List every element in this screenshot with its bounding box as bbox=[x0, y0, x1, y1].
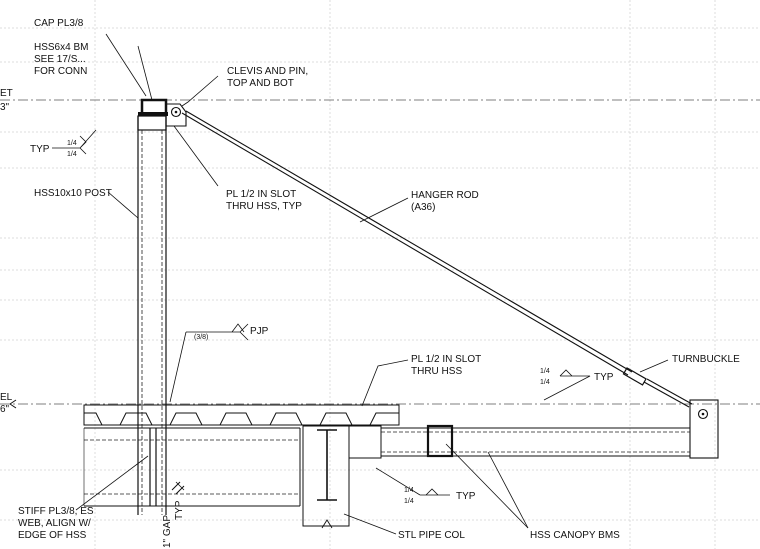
weld-bottom-bottom: 1/4 bbox=[404, 498, 414, 505]
hss-beam-label-1: HSS6x4 BM bbox=[34, 42, 88, 53]
clevis-top bbox=[165, 103, 187, 127]
hss-canopy-beam bbox=[348, 424, 690, 459]
weld-bottom-tag: TYP bbox=[456, 491, 476, 502]
support-beam bbox=[83, 427, 301, 507]
weld-left-tag: TYP bbox=[30, 144, 50, 155]
weld-symbol-bottom bbox=[375, 467, 450, 496]
pl-slot-top-label-1: PL 1/2 IN SLOT bbox=[226, 189, 296, 200]
weld-symbol-left bbox=[52, 129, 97, 155]
roof-deck bbox=[83, 404, 400, 426]
canopy-beams-label: HSS CANOPY BMS bbox=[530, 530, 620, 541]
pl-slot-mid-label-1: PL 1/2 IN SLOT bbox=[411, 354, 481, 365]
elevation-tag-top-a: ET bbox=[0, 88, 13, 99]
pjp-weld-symbol bbox=[169, 323, 249, 403]
hanger-rod bbox=[181, 110, 693, 408]
clevis-label-2: TOP AND BOT bbox=[227, 78, 294, 89]
pjp-label: PJP bbox=[250, 326, 269, 337]
weld-left-top: 1/4 bbox=[67, 140, 77, 147]
leader-lines bbox=[75, 33, 669, 535]
turnbuckle-label: TURNBUCKLE bbox=[672, 354, 740, 365]
hanger-rod-label-1: HANGER ROD bbox=[411, 190, 479, 201]
cap-plate-label: CAP PL3/8 bbox=[34, 18, 84, 29]
clevis-label-1: CLEVIS AND PIN, bbox=[227, 66, 308, 77]
pipe-col-label: STL PIPE COL bbox=[398, 530, 465, 541]
pl-slot-mid-label-2: THRU HSS bbox=[411, 366, 462, 377]
weld-right-bottom: 1/4 bbox=[540, 379, 550, 386]
weld-bottom-top: 1/4 bbox=[404, 487, 414, 494]
hss-beam-label-2: SEE 17/S... bbox=[34, 54, 86, 65]
hss-post bbox=[137, 115, 167, 515]
weld-right-tag: TYP bbox=[594, 372, 614, 383]
pjp-size-label: (3/8) bbox=[194, 334, 208, 341]
elevation-tag-bottom-a: EL bbox=[0, 392, 13, 403]
weld-left-bottom: 1/4 bbox=[67, 151, 77, 158]
clevis-bottom bbox=[689, 399, 719, 459]
weld-symbol-right bbox=[543, 369, 591, 401]
stiff-label-3: EDGE OF HSS bbox=[18, 530, 87, 541]
elevation-tag-top-b: 3" bbox=[0, 102, 10, 113]
hss-beam-section bbox=[140, 98, 168, 116]
hanger-rod-label-2: (A36) bbox=[411, 202, 435, 213]
pl-slot-top-label-2: THRU HSS, TYP bbox=[226, 201, 302, 212]
elevation-arrow-bottom bbox=[9, 399, 17, 409]
weld-right-top: 1/4 bbox=[540, 368, 550, 375]
stiff-label-1: STIFF PL3/8, ES bbox=[18, 506, 94, 517]
gap-break-mark bbox=[171, 481, 185, 495]
stiffener-plates bbox=[149, 428, 157, 506]
steel-pipe-column bbox=[302, 425, 350, 529]
turnbuckle bbox=[622, 367, 647, 386]
gap-label-1: 1" GAP bbox=[162, 515, 173, 548]
post-label: HSS10x10 POST bbox=[34, 188, 112, 199]
stiff-label-2: WEB, ALIGN W/ bbox=[18, 518, 91, 529]
elevation-tag-bottom-b: 6" bbox=[0, 404, 10, 415]
gap-label-2: TYP bbox=[174, 500, 185, 520]
hss-beam-label-3: FOR CONN bbox=[34, 66, 87, 77]
